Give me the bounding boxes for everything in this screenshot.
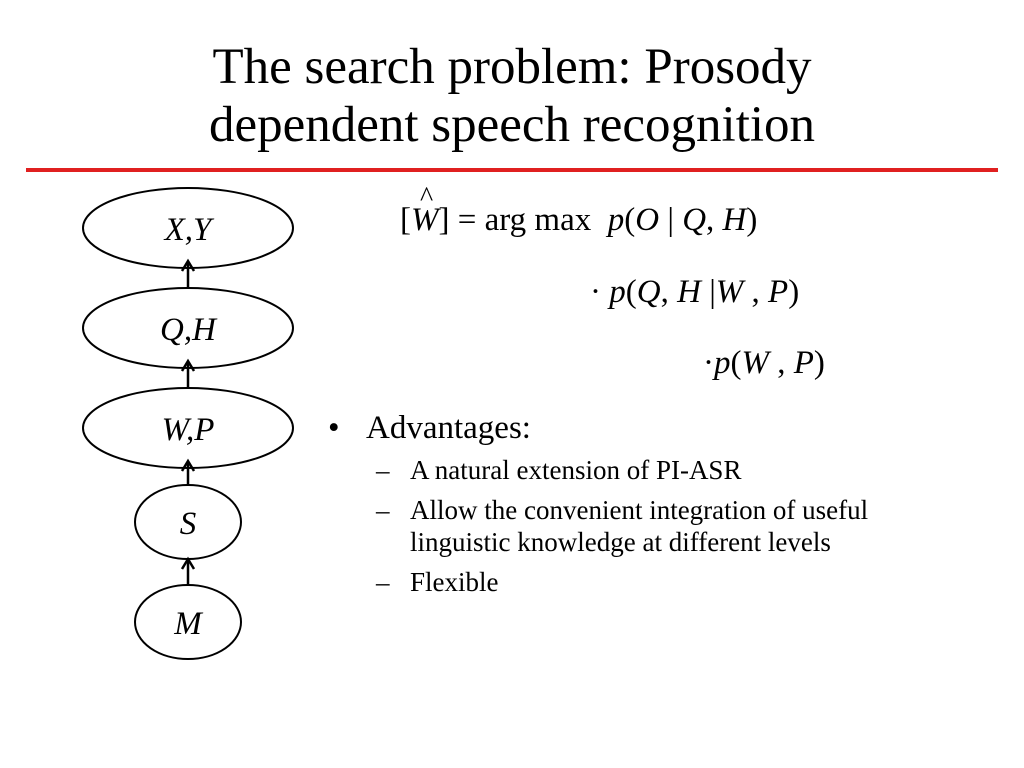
sub-bullet-text: A natural extension of PI-ASR — [410, 455, 742, 485]
eq1-lparen: ( — [624, 202, 636, 238]
eq1-rparen: ) — [746, 202, 758, 238]
eq2-lparen: ( — [625, 274, 637, 310]
eq2-rparen: ) — [788, 274, 800, 310]
eq3-p: p — [714, 345, 731, 381]
bullet-list: • Advantages: – A natural extension of P… — [328, 408, 988, 606]
eq2-w: W — [715, 274, 744, 310]
hierarchy-diagram — [82, 187, 294, 660]
eq2-h: H — [677, 274, 701, 310]
sub-bullet-list: – A natural extension of PI-ASR – Allow … — [328, 454, 988, 598]
eq2-comma-1: , — [660, 274, 669, 310]
eq1-h: H — [722, 202, 747, 238]
node-wp-label: W,P — [161, 412, 215, 448]
sub-bullet-item: – Allow the convenient integration of us… — [376, 494, 970, 558]
sub-bullet-marker: – — [376, 567, 390, 597]
eq1-p: p — [607, 202, 625, 238]
eq1-bar: | — [667, 202, 674, 238]
eq3-comma: , — [777, 345, 786, 381]
eq2-q: Q — [636, 274, 661, 310]
node-xy-label: X,Y — [164, 212, 212, 248]
eq2-comma-2: , — [751, 274, 760, 310]
sub-bullet-marker: – — [376, 495, 390, 525]
eq1-q: Q — [682, 202, 707, 238]
eq1-w: W — [411, 202, 439, 238]
title-line-2: dependent speech recognition — [208, 97, 816, 153]
eq3-p-upper: P — [793, 345, 814, 381]
arrow-qh-to-xy — [180, 258, 196, 287]
node-s-label: S — [179, 506, 197, 542]
title-line-1: The search problem: Prosody — [212, 39, 812, 95]
eq2-p: p — [609, 274, 626, 310]
equation-line-2: · p(Q, H |W , P) — [590, 272, 799, 312]
sub-bullet-text: Flexible — [410, 567, 499, 597]
eq3-w: W — [741, 345, 770, 381]
title-divider — [26, 168, 998, 172]
node-m-label: M — [174, 606, 202, 642]
eq3-lparen: ( — [730, 345, 742, 381]
eq1-hat-mark: ^ — [420, 182, 434, 213]
eq1-w-hat: ^W — [411, 182, 439, 240]
bullet-advantages: • Advantages: — [328, 408, 988, 448]
eq2-dot: · — [590, 274, 601, 310]
node-qh-label: Q,H — [160, 312, 216, 348]
eq1-equals: = — [457, 202, 477, 238]
eq2-p-upper: P — [768, 274, 789, 310]
equation-line-3: ·p(W , P) — [703, 343, 825, 383]
sub-bullet-text: Allow the convenient integration of usef… — [410, 495, 869, 557]
sub-bullet-item: – A natural extension of PI-ASR — [376, 454, 970, 486]
slide-title: The search problem: Prosody dependent sp… — [0, 38, 1024, 154]
bullet-advantages-text: Advantages: — [366, 410, 531, 446]
eq2-bar: | — [709, 274, 716, 310]
eq3-rparen: ) — [813, 345, 825, 381]
equation-line-1: [^W] = arg max p(O | Q, H) — [400, 182, 758, 240]
eq3-dot: · — [703, 345, 714, 381]
eq1-close-bracket: ] — [438, 202, 450, 238]
eq1-open-bracket: [ — [400, 202, 411, 238]
eq1-o: O — [635, 202, 660, 238]
sub-bullet-item: – Flexible — [376, 566, 970, 598]
arrow-wp-to-qh — [180, 358, 196, 387]
arrow-m-to-s — [180, 556, 196, 585]
bullet-marker: • — [328, 410, 340, 446]
sub-bullet-marker: – — [376, 455, 390, 485]
eq1-argmax: arg max — [484, 202, 592, 238]
eq1-comma: , — [706, 202, 715, 238]
arrow-s-to-wp — [180, 458, 196, 485]
